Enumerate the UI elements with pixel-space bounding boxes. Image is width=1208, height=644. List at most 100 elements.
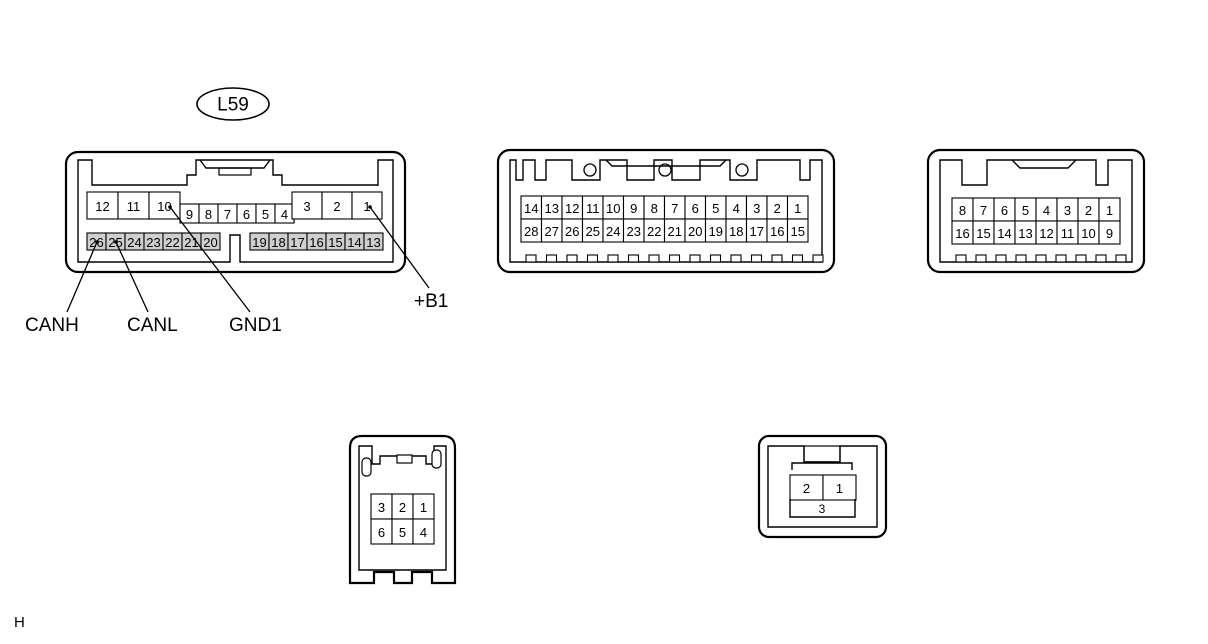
pin-number: 11 bbox=[1061, 226, 1075, 241]
pin-26: 26 bbox=[561, 218, 584, 243]
pin-12: 12 bbox=[1035, 220, 1058, 245]
pin-14: 14 bbox=[520, 195, 543, 220]
tooth bbox=[1015, 254, 1027, 263]
pin-number: 1 bbox=[363, 199, 370, 214]
pin-22: 22 bbox=[162, 232, 183, 251]
pin-3: 3 bbox=[291, 191, 323, 220]
pin-number: 14 bbox=[347, 235, 361, 250]
pin-number: 15 bbox=[791, 224, 805, 239]
b1-label: +B1 bbox=[414, 291, 448, 312]
pin-number: 24 bbox=[127, 235, 141, 250]
pin-27: 27 bbox=[540, 218, 563, 243]
pin-1: 1 bbox=[412, 493, 435, 520]
pin-number: 2 bbox=[774, 201, 781, 216]
pin-number: 12 bbox=[95, 199, 109, 214]
pin-8: 8 bbox=[951, 197, 974, 222]
pin-number: 9 bbox=[630, 201, 637, 216]
pin-number: 16 bbox=[770, 224, 784, 239]
pin-10: 10 bbox=[602, 195, 625, 220]
pin-number: 21 bbox=[184, 235, 198, 250]
pin-number: 22 bbox=[647, 224, 661, 239]
tooth bbox=[771, 254, 783, 263]
pin-number: 16 bbox=[309, 235, 323, 250]
pin-number: 23 bbox=[627, 224, 641, 239]
pin-1: 1 bbox=[786, 195, 809, 220]
leader-lines bbox=[66, 205, 430, 313]
pin-number: 10 bbox=[157, 199, 171, 214]
pin-4: 4 bbox=[274, 203, 295, 224]
pin-number: 17 bbox=[750, 224, 764, 239]
tooth bbox=[1075, 254, 1087, 263]
pin-3: 3 bbox=[745, 195, 768, 220]
pin-11: 11 bbox=[1056, 220, 1079, 245]
pin-number: 12 bbox=[565, 201, 579, 216]
pin-21: 21 bbox=[663, 218, 686, 243]
pin-number: 2 bbox=[399, 500, 406, 515]
pin-12: 12 bbox=[561, 195, 584, 220]
pin-5: 5 bbox=[255, 203, 276, 224]
pin-2: 2 bbox=[321, 191, 353, 220]
pin-3: 3 bbox=[1056, 197, 1079, 222]
pin-5: 5 bbox=[1014, 197, 1037, 222]
pin-number: 19 bbox=[252, 235, 266, 250]
pin-number: 7 bbox=[224, 207, 231, 222]
pin-number: 14 bbox=[997, 226, 1011, 241]
pin-number: 15 bbox=[976, 226, 990, 241]
pin-number: 1 bbox=[836, 481, 843, 496]
pin-number: 13 bbox=[1018, 226, 1032, 241]
pin-number: 7 bbox=[980, 203, 987, 218]
pin-number: 9 bbox=[186, 207, 193, 222]
pin-number: 3 bbox=[378, 500, 385, 515]
tooth bbox=[545, 254, 558, 263]
tooth bbox=[648, 254, 660, 263]
tooth bbox=[607, 254, 619, 263]
pin-number: 17 bbox=[290, 235, 304, 250]
pin-25: 25 bbox=[581, 218, 604, 243]
pin-4: 4 bbox=[1035, 197, 1058, 222]
pin-number: 3 bbox=[303, 199, 310, 214]
pin-15: 15 bbox=[972, 220, 995, 245]
pin-number: 3 bbox=[1064, 203, 1071, 218]
pin-number: 2 bbox=[803, 481, 810, 496]
pin-9: 9 bbox=[622, 195, 645, 220]
pin-number: 23 bbox=[146, 235, 160, 250]
pin-16: 16 bbox=[951, 220, 974, 245]
tooth bbox=[812, 254, 824, 263]
pin-2: 2 bbox=[1077, 197, 1100, 222]
pin-2: 2 bbox=[391, 493, 414, 520]
pin-number: 21 bbox=[668, 224, 682, 239]
pin-number: 20 bbox=[688, 224, 702, 239]
canh-label: CANH bbox=[25, 315, 79, 336]
pin-6: 6 bbox=[370, 518, 393, 545]
tooth bbox=[791, 254, 804, 263]
pin-number: 24 bbox=[606, 224, 620, 239]
tooth bbox=[1035, 254, 1047, 263]
pin-number: 18 bbox=[271, 235, 285, 250]
pin-number: 2 bbox=[1085, 203, 1092, 218]
pin-number: 11 bbox=[586, 201, 600, 216]
pin-1: 1 bbox=[351, 191, 383, 220]
pin-number: 8 bbox=[651, 201, 658, 216]
pin-number: 25 bbox=[586, 224, 600, 239]
pin-8: 8 bbox=[643, 195, 666, 220]
canl-label: CANL bbox=[127, 315, 178, 336]
pin-11: 11 bbox=[117, 191, 150, 220]
pin-number: 5 bbox=[712, 201, 719, 216]
tooth bbox=[975, 254, 987, 263]
pin-number: 4 bbox=[420, 525, 427, 540]
pin-number: 1 bbox=[1106, 203, 1113, 218]
pin-10: 10 bbox=[1077, 220, 1100, 245]
pin-8: 8 bbox=[198, 203, 219, 224]
pin-number: 8 bbox=[959, 203, 966, 218]
pin-number: 6 bbox=[1001, 203, 1008, 218]
